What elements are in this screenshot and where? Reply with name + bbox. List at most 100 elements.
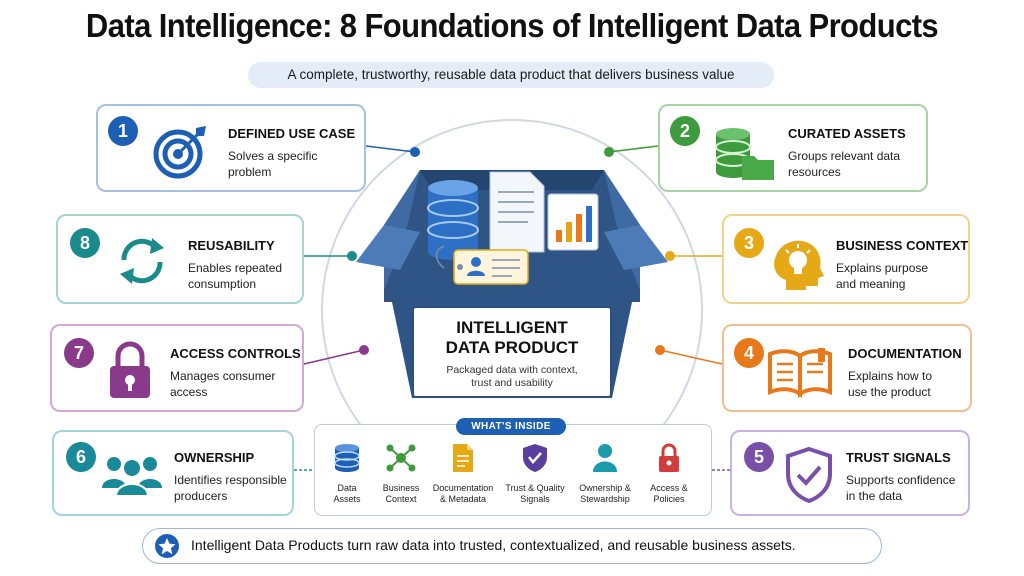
connector-dot-1 xyxy=(410,147,420,157)
center-desc-line2: trust and usability xyxy=(471,377,553,389)
star-icon xyxy=(155,534,179,558)
card-desc-line2: in the data xyxy=(846,489,903,503)
card-desc-line1: Supports confidence xyxy=(846,473,956,487)
card-desc-line1: Identifies responsible xyxy=(174,473,287,487)
center-title-line2: DATA PRODUCT xyxy=(445,338,579,357)
inside-item-business-context: Business Context xyxy=(368,442,434,505)
intelligent-data-product-panel: INTELLIGENT DATA PRODUCT Packaged data w… xyxy=(412,306,612,398)
shield-check-icon xyxy=(786,446,832,504)
id-tag xyxy=(435,245,529,285)
padlock-icon xyxy=(110,341,150,398)
connector-dot-3 xyxy=(665,251,675,261)
open-box-graphic xyxy=(356,170,668,398)
inside-item-line1: Data xyxy=(337,483,357,493)
inside-item-trust-quality: Trust & Quality Signals xyxy=(502,442,568,505)
inside-item-line2: Policies xyxy=(653,494,685,504)
card-desc-line1: Explains how to xyxy=(848,369,933,383)
badge-number: 4 xyxy=(734,338,764,368)
target-icon xyxy=(153,126,206,179)
card-desc-line1: Groups relevant data xyxy=(788,149,901,163)
database-folder-icon xyxy=(715,128,774,180)
whats-inside-label: WHAT'S INSIDE xyxy=(456,418,566,435)
card-access-controls: 7 ACCESS CONTROLS Manages consumer acces… xyxy=(50,324,304,412)
recycle-arrows-icon xyxy=(120,238,164,284)
footer-text: Intelligent Data Products turn raw data … xyxy=(191,537,796,553)
card-title: REUSABILITY xyxy=(188,238,275,253)
connector-dot-7 xyxy=(359,345,369,355)
badge-number: 7 xyxy=(64,338,94,368)
card-title: BUSINESS CONTEXT xyxy=(836,238,969,253)
database-cylinder xyxy=(427,180,479,260)
document-sheet xyxy=(489,171,545,253)
people-icon xyxy=(102,457,162,497)
badge-number: 3 xyxy=(734,228,764,258)
card-title: CURATED ASSETS xyxy=(788,126,906,141)
connector-4 xyxy=(659,349,723,365)
card-desc-line2: problem xyxy=(228,165,272,179)
subtitle-banner: A complete, trustworthy, reusable data p… xyxy=(248,62,774,88)
card-desc-line1: Manages consumer xyxy=(170,369,276,383)
card-defined-use-case: 1 DEFINED USE CASE Solves a specific pro… xyxy=(96,104,366,192)
database-icon xyxy=(334,444,360,472)
connector-dot-2 xyxy=(604,147,614,157)
card-business-context: 3 BUSINESS CONTEXT Explains purpose and … xyxy=(722,214,970,304)
card-desc-line1: Explains purpose xyxy=(836,261,929,275)
card-desc-line2: and meaning xyxy=(836,277,906,291)
card-curated-assets: 2 CURATED ASSETS Groups relevant data re… xyxy=(658,104,928,192)
shield-icon xyxy=(523,444,547,472)
inside-item-line2: Signals xyxy=(520,494,550,504)
card-documentation: 4 DOCUMENTATION Explains how to use the … xyxy=(722,324,972,412)
card-reusability: 8 REUSABILITY Enables repeated consumpti… xyxy=(56,214,304,304)
lock-icon xyxy=(659,443,679,472)
card-title: DEFINED USE CASE xyxy=(228,126,356,141)
page-title: Data Intelligence: 8 Foundations of Inte… xyxy=(85,6,939,45)
head-lightbulb-icon xyxy=(774,240,824,290)
inside-item-line2: & Metadata xyxy=(439,494,487,504)
card-title: ACCESS CONTROLS xyxy=(170,346,301,361)
center-title-line1: INTELLIGENT xyxy=(456,318,568,337)
card-title: DOCUMENTATION xyxy=(848,346,962,361)
footer-banner: Intelligent Data Products turn raw data … xyxy=(142,528,882,564)
inside-item-line1: Trust & Quality xyxy=(505,483,565,493)
card-trust-signals: 5 TRUST SIGNALS Supports confidence in t… xyxy=(730,430,970,516)
chart-card xyxy=(547,193,599,251)
inside-item-line2: Context xyxy=(385,494,417,504)
card-desc-line2: producers xyxy=(174,489,228,503)
inside-item-ownership: Ownership & Stewardship xyxy=(572,442,638,505)
card-desc-line1: Solves a specific xyxy=(228,149,318,163)
badge-number: 8 xyxy=(70,228,100,258)
connector-dot-4 xyxy=(655,345,665,355)
inside-item-access-policies: Access & Policies xyxy=(636,442,702,505)
inside-item-data-assets: Data Assets xyxy=(314,442,380,505)
connector-1 xyxy=(365,145,416,153)
network-icon xyxy=(386,444,416,472)
document-icon xyxy=(453,444,473,472)
connector-2 xyxy=(608,145,659,153)
center-desc-line1: Packaged data with context, xyxy=(446,364,578,376)
badge-number: 5 xyxy=(744,442,774,472)
inside-item-line1: Business xyxy=(382,483,420,493)
inside-item-line2: Assets xyxy=(333,494,361,504)
inside-item-line1: Access & xyxy=(650,483,688,493)
card-desc-line2: resources xyxy=(788,165,841,179)
open-book-icon xyxy=(768,348,832,398)
inside-item-documentation: Documentation & Metadata xyxy=(430,442,496,505)
connector-dot-8 xyxy=(347,251,357,261)
inside-item-line2: Stewardship xyxy=(580,494,630,504)
badge-number: 1 xyxy=(108,116,138,146)
inside-item-line1: Documentation xyxy=(432,483,494,493)
inside-item-line1: Ownership & xyxy=(579,483,631,493)
card-desc-line2: access xyxy=(170,385,208,399)
person-icon xyxy=(593,444,617,472)
badge-number: 2 xyxy=(670,116,700,146)
card-desc-line2: consumption xyxy=(188,277,257,291)
card-ownership: 6 OWNERSHIP Identifies responsible produ… xyxy=(52,430,294,516)
card-desc-line1: Enables repeated xyxy=(188,261,283,275)
card-title: OWNERSHIP xyxy=(174,450,255,465)
card-desc-line2: use the product xyxy=(848,385,931,399)
card-title: TRUST SIGNALS xyxy=(846,450,951,465)
badge-number: 6 xyxy=(66,442,96,472)
connector-7 xyxy=(303,349,365,365)
